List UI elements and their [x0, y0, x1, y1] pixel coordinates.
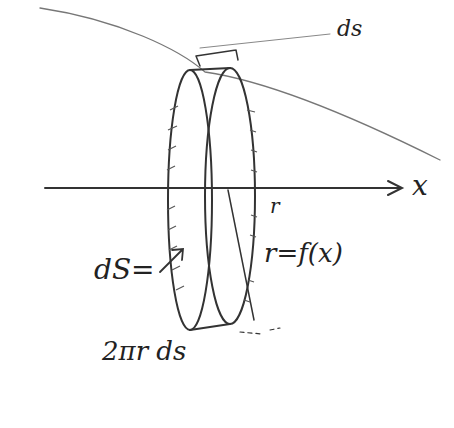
area-formula-label: 2πr ds [100, 338, 188, 364]
area-element-label: dS= [92, 256, 157, 284]
radius-function-label: r=f(x) [262, 240, 345, 266]
arc-length-label: ds [335, 18, 364, 40]
axis-label: x [410, 172, 430, 200]
radius-label: r [268, 196, 282, 216]
